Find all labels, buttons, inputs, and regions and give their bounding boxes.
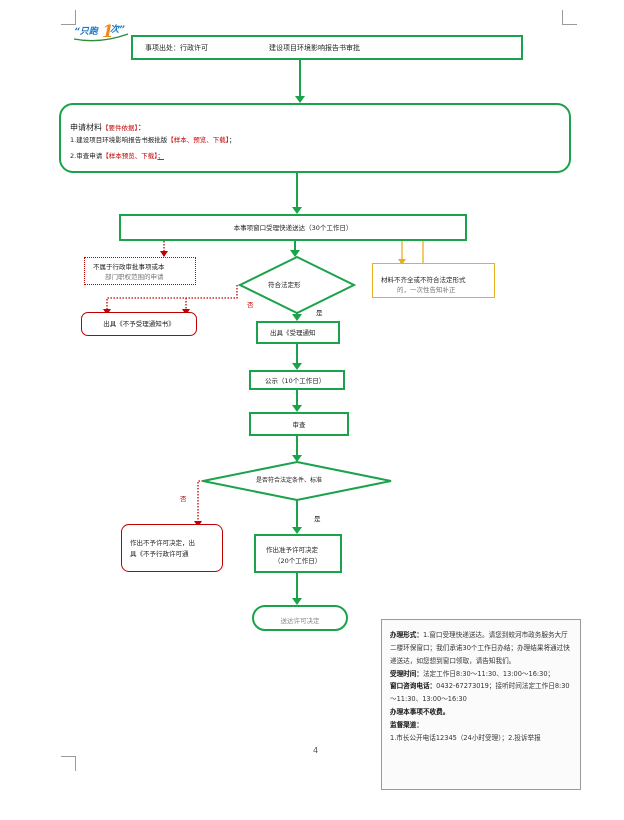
materials-item-1: 1.建设项目环境影响报告书报批版【样本、预览、下载】； xyxy=(70,136,235,144)
consult-phone-title: 窗口咨询电话： xyxy=(390,682,437,691)
handling-mode-text: 1.窗口受理快递送达。请您到蛟河市政务服务大厅二楼环保窗口；我们承诺30个工作日… xyxy=(390,631,570,665)
materials-title: 申请材料 xyxy=(70,123,102,132)
materials-item-1-text: 1.建设项目环境影响报告书报批版 xyxy=(70,136,168,144)
publicity-box: 公示（10个工作日） xyxy=(249,370,345,390)
yes-label-2: 是 xyxy=(314,515,321,523)
consult-phone-text: 0432-67273019；接听时间法定工作日8:30～11:30、13:00～… xyxy=(390,682,570,704)
materials-item-2: 2.审查申请【样本预览、下载】； xyxy=(70,152,164,160)
supplement-notice-box: 材料不齐全或不符合法定形式 的，一次性告知补正 xyxy=(372,263,495,298)
outside-scope-note: 不属于行政审批事项或本 部门职权范围的申请 xyxy=(84,257,196,285)
window-accept-box: 本事项窗口受理快递送达（30个工作日） xyxy=(119,214,467,241)
approve-decision-box: 作出准予许可决定 （20个工作日） xyxy=(254,534,342,573)
supplement-notice-line2: 的，一次性告知补正 xyxy=(397,286,456,295)
deny-decision-line2: 具《不予行政许可通 xyxy=(130,550,189,559)
legal-form-decision-diamond xyxy=(237,255,357,315)
materials-item-1-end: ； xyxy=(228,136,236,144)
handling-mode: 办理形式：1.窗口受理快递送达。请您到蛟河市政务服务大厅二楼环保窗口；我们承诺3… xyxy=(390,629,572,668)
crop-mark-bottom-left xyxy=(61,756,76,771)
materials-colon: ： xyxy=(137,123,146,132)
supplement-notice-line1: 材料不齐全或不符合法定形式 xyxy=(381,276,466,284)
materials-item-2-links[interactable]: 【样本预览、下载】 xyxy=(102,152,158,160)
logo-text-right: 次” xyxy=(110,24,125,35)
window-accept-label: 本事项窗口受理快递送达（30个工作日） xyxy=(233,224,353,232)
logo-digit: 1 xyxy=(102,22,114,42)
acceptance-hours: 受理时间：法定工作日8:30～11:30、13:00～16:30； xyxy=(390,668,572,681)
not-accepted-notice-label: 出具《不予受理通知书》 xyxy=(103,320,175,328)
only-once-logo: “只跑 1 次” xyxy=(72,20,132,44)
matter-source-label: 事项出处：行政许可 xyxy=(145,44,208,52)
legal-conditions-decision-diamond xyxy=(202,460,392,502)
approve-decision-line1: 作出准予许可决定 xyxy=(266,546,318,554)
not-accepted-notice-box: 出具《不予受理通知书》 xyxy=(81,312,197,336)
legal-form-decision-label: 符合法定形 xyxy=(268,281,301,289)
publicity-label: 公示（10个工作日） xyxy=(265,377,326,385)
accept-notice-box: 出具《受理通知 xyxy=(256,321,340,344)
crop-mark-top-left xyxy=(61,10,76,25)
acceptance-hours-title: 受理时间： xyxy=(390,669,423,678)
no-label-2: 否 xyxy=(180,495,187,503)
review-box: 审查 xyxy=(249,412,349,436)
review-label: 审查 xyxy=(292,421,306,429)
handling-mode-title: 办理形式： xyxy=(390,631,423,639)
deliver-decision-label: 送达许可决定 xyxy=(280,617,320,625)
page-number: 4 xyxy=(313,746,319,755)
materials-item-1-links[interactable]: 【样本、预览、下载】 xyxy=(167,136,229,144)
fee-note: 办理本事项不收费。 xyxy=(390,708,450,717)
deliver-decision-box: 送达许可决定 xyxy=(252,605,348,631)
consult-phone: 窗口咨询电话：0432-67273019；接听时间法定工作日8:30～11:30… xyxy=(390,680,572,706)
materials-basis-link[interactable]: 【要件依据】 xyxy=(102,124,138,132)
deny-decision-line1: 作出不予许可决定，出 xyxy=(130,539,195,547)
logo-text-left: “只跑 xyxy=(74,26,99,37)
yes-label-1: 是 xyxy=(316,309,323,317)
materials-item-2-end: ； xyxy=(157,152,164,160)
crop-mark-top-right xyxy=(562,10,577,25)
accept-notice-label: 出具《受理通知 xyxy=(270,329,316,337)
application-materials-box: 申请材料【要件依据】： 1.建设项目环境影响报告书报批版【样本、预览、下载】； … xyxy=(59,103,571,173)
materials-item-2-text: 2.审查申请 xyxy=(70,152,103,160)
deny-decision-box: 作出不予许可决定，出 具《不予行政许可通 xyxy=(121,524,223,572)
outside-scope-note-line2: 部门职权范围的申请 xyxy=(105,273,164,282)
supervision-title: 监督渠道： xyxy=(390,720,423,729)
no-label-1: 否 xyxy=(247,301,254,309)
handling-info-panel: 办理形式：1.窗口受理快递送达。请您到蛟河市政务服务大厅二楼环保窗口；我们承诺3… xyxy=(381,619,581,790)
acceptance-hours-text: 法定工作日8:30～11:30、13:00～16:30； xyxy=(422,669,555,678)
legal-conditions-decision-label: 是否符合法定条件、标准 xyxy=(256,477,323,484)
approve-decision-line2: （20个工作日） xyxy=(274,557,322,566)
outside-scope-note-line1: 不属于行政审批事项或本 xyxy=(93,263,165,271)
supervision-text: 1.市长公开电话12345（24小时受理）；2.投诉举报 xyxy=(390,733,541,742)
matter-source-value: 建设项目环境影响报告书审批 xyxy=(269,44,360,52)
matter-source-box: 事项出处：行政许可 建设项目环境影响报告书审批 xyxy=(131,35,523,60)
